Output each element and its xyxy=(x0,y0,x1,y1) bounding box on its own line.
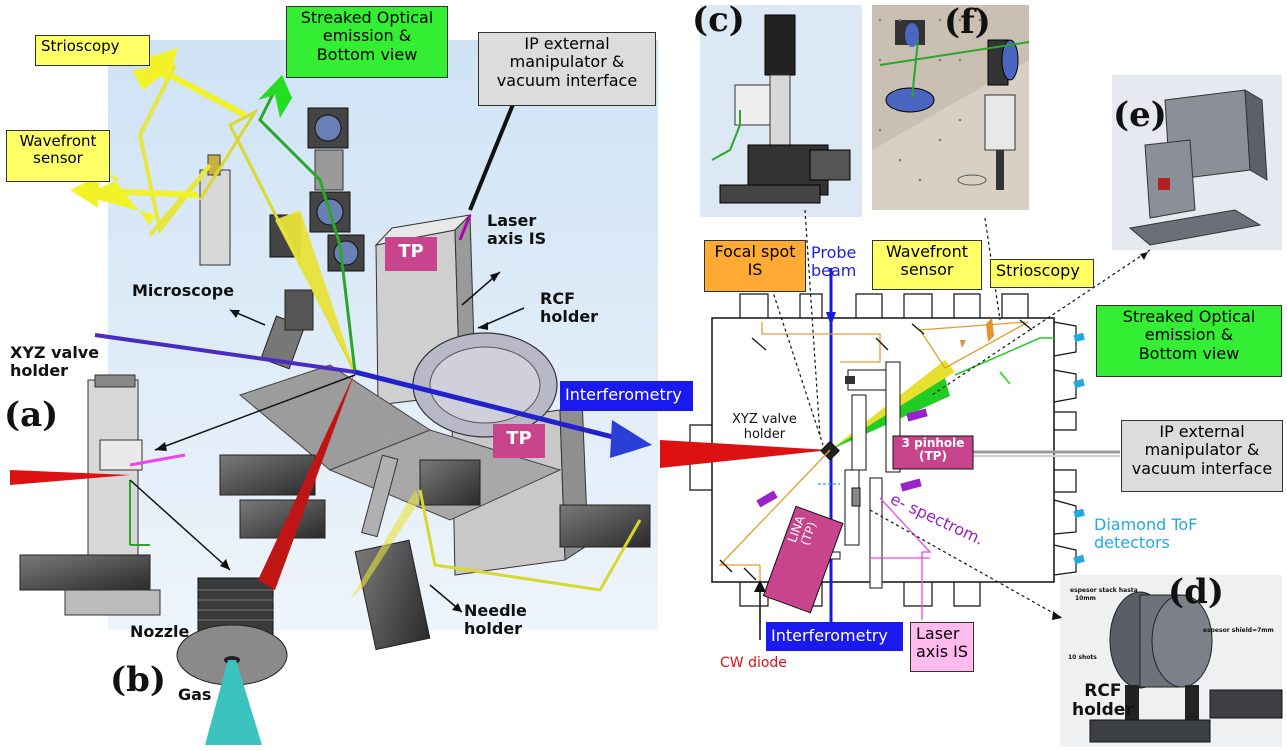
probe-line2: beam xyxy=(811,260,857,280)
probe-line1: Probe xyxy=(811,243,857,262)
diamond-tof-label: Diamond ToF detectors xyxy=(1094,516,1197,552)
interferometry-label-right: Interferometry xyxy=(766,622,903,651)
wavefront-left-line1: Wavefront xyxy=(19,132,97,150)
focal-line2: IS xyxy=(747,260,763,280)
streaked-right-line2: emission & xyxy=(1144,325,1234,345)
rcf-note-4: 10 shots xyxy=(1068,654,1097,661)
interferometry-label-left: Interferometry xyxy=(560,381,693,411)
panel-label-b: (b) xyxy=(110,660,166,700)
rcf-right-line1: RCF xyxy=(1084,681,1122,701)
pinhole-line1: 3 pinhole xyxy=(901,436,965,450)
tp-badge-top: TP xyxy=(385,237,437,271)
streaked-right-line1: Streaked Optical xyxy=(1122,307,1256,326)
probe-beam-label: Probe beam xyxy=(811,244,856,280)
streaked-right-line3: Bottom view xyxy=(1138,343,1240,363)
needle-line2: holder xyxy=(464,618,523,638)
rcf-label-left: RCF holder xyxy=(540,290,598,326)
nozzle-label: Nozzle xyxy=(130,622,190,641)
wavefront-label-left: Wavefront sensor xyxy=(6,130,110,182)
laser-axis-left-line1: Laser xyxy=(487,211,537,230)
panel-label-e: (e) xyxy=(1113,95,1167,135)
strioscopy-label-right: Strioscopy xyxy=(990,259,1094,288)
ip-right-line3: vacuum interface xyxy=(1131,458,1273,478)
ip-label-left: IP external manipulator & vacuum interfa… xyxy=(478,32,656,106)
pinhole-box xyxy=(892,435,974,470)
rcf-label-right: RCF holder xyxy=(1072,681,1134,721)
laser-axis-label-left: Laser axis IS xyxy=(487,212,546,248)
pinhole-line2: (TP) xyxy=(919,449,947,464)
needle-line1: Needle xyxy=(464,601,527,620)
wavefront-left-line2: sensor xyxy=(33,149,83,168)
xyz-label-right: XYZ valve holder xyxy=(732,412,797,442)
focal-spot-label: Focal spot IS xyxy=(704,240,806,292)
xyz-left-line1: XYZ valve xyxy=(10,343,100,362)
diamond-line1: Diamond ToF xyxy=(1094,515,1198,534)
panel-e-render xyxy=(1128,89,1268,246)
streaked-left-line3: Bottom view xyxy=(316,44,418,64)
xyz-right-line1: XYZ valve xyxy=(732,412,797,427)
strioscopy-label-left: Strioscopy xyxy=(35,35,150,66)
gas-label: Gas xyxy=(178,685,212,704)
wavefront-label-right: Wavefront sensor xyxy=(872,240,982,290)
streaked-left-line1: Streaked Optical xyxy=(300,8,434,27)
panel-label-a: (a) xyxy=(4,395,59,435)
cw-diode-label: CW diode xyxy=(720,655,787,671)
panel-label-c: (c) xyxy=(692,0,745,40)
laser-axis-left-line2: axis IS xyxy=(487,228,547,248)
ip-right-line2: manipulator & xyxy=(1144,440,1260,460)
diamond-line2: detectors xyxy=(1094,532,1170,552)
schematic xyxy=(660,209,1151,640)
laser-axis-right-line1: Laser xyxy=(916,624,960,643)
rcf-note-3: espesor shield=7mm xyxy=(1203,627,1274,634)
focal-line1: Focal spot xyxy=(714,242,796,261)
ip-left-line1: IP external xyxy=(524,34,610,53)
xyz-right-line2: holder xyxy=(743,426,786,442)
rcf-left-line1: RCF xyxy=(540,289,575,308)
lina-box xyxy=(762,505,844,614)
ip-right-line1: IP external xyxy=(1159,422,1245,441)
xyz-left-line2: holder xyxy=(10,360,69,380)
tp-badge-bottom: TP xyxy=(493,424,545,458)
streaked-left-line2: emission & xyxy=(322,26,412,46)
panel-f-render xyxy=(872,18,1030,210)
left-arrows xyxy=(129,271,525,613)
microscope-label: Microscope xyxy=(132,281,235,300)
ip-label-right: IP external manipulator & vacuum interfa… xyxy=(1121,420,1283,492)
laser-axis-label-right: Laser axis IS xyxy=(910,622,974,672)
streaked-label-right: Streaked Optical emission & Bottom view xyxy=(1096,305,1282,377)
rcf-right-line2: holder xyxy=(1072,700,1134,721)
wavefront-right-line2: sensor xyxy=(900,260,954,280)
panel-label-d: (d) xyxy=(1168,572,1224,612)
wavefront-right-line1: Wavefront xyxy=(886,242,968,261)
needle-label: Needle holder xyxy=(464,602,527,638)
laser-axis-right-line2: axis IS xyxy=(916,642,969,662)
rcf-left-line2: holder xyxy=(540,306,599,326)
xyz-label-left: XYZ valve holder xyxy=(10,344,99,380)
ip-left-line3: vacuum interface xyxy=(496,70,638,90)
panel-c-render xyxy=(711,14,851,204)
pinhole-label: 3 pinhole (TP) xyxy=(898,436,968,464)
streaked-label-left: Streaked Optical emission & Bottom view xyxy=(286,6,448,78)
panel-label-f: (f) xyxy=(944,2,991,42)
rcf-note-1: espesor stack hasta xyxy=(1070,587,1138,594)
rcf-note-2: 10mm xyxy=(1075,595,1096,602)
panel-d-render xyxy=(1089,591,1283,743)
left-beams xyxy=(10,48,652,600)
ip-left-line2: manipulator & xyxy=(509,52,625,72)
